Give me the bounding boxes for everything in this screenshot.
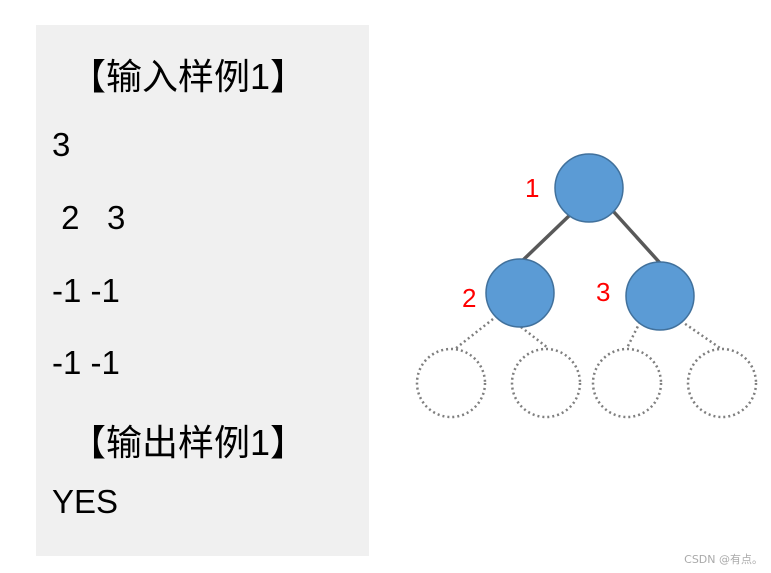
- edge-2-left-empty: [454, 318, 494, 350]
- tree-node-3: [625, 261, 695, 331]
- edge-1-3: [611, 209, 662, 265]
- empty-node-2: [510, 347, 582, 419]
- input-line-1: 3: [52, 126, 71, 163]
- input-heading: 【输入样例1】: [70, 56, 307, 97]
- sample-panel: [36, 25, 369, 556]
- edge-3-right-empty: [680, 319, 721, 350]
- node-label-1: 1: [525, 173, 539, 203]
- edge-3-left-empty: [625, 321, 642, 349]
- input-line-2: 2 3: [52, 199, 126, 236]
- edge-1-2: [519, 211, 574, 264]
- watermark: CSDN @有点。: [684, 553, 763, 566]
- input-line-3: -1 -1: [52, 272, 120, 309]
- output-heading: 【输出样例1】: [70, 422, 307, 463]
- node-label-3: 3: [596, 277, 610, 307]
- tree-node-1: [554, 153, 624, 223]
- edge-2-right-empty: [520, 326, 549, 349]
- empty-node-3: [591, 347, 663, 419]
- tree-node-2: [485, 258, 555, 328]
- output-value: YES: [52, 483, 119, 520]
- input-line-4: -1 -1: [52, 344, 120, 381]
- empty-node-1: [415, 347, 487, 419]
- node-label-2: 2: [462, 283, 476, 313]
- empty-node-4: [686, 347, 758, 419]
